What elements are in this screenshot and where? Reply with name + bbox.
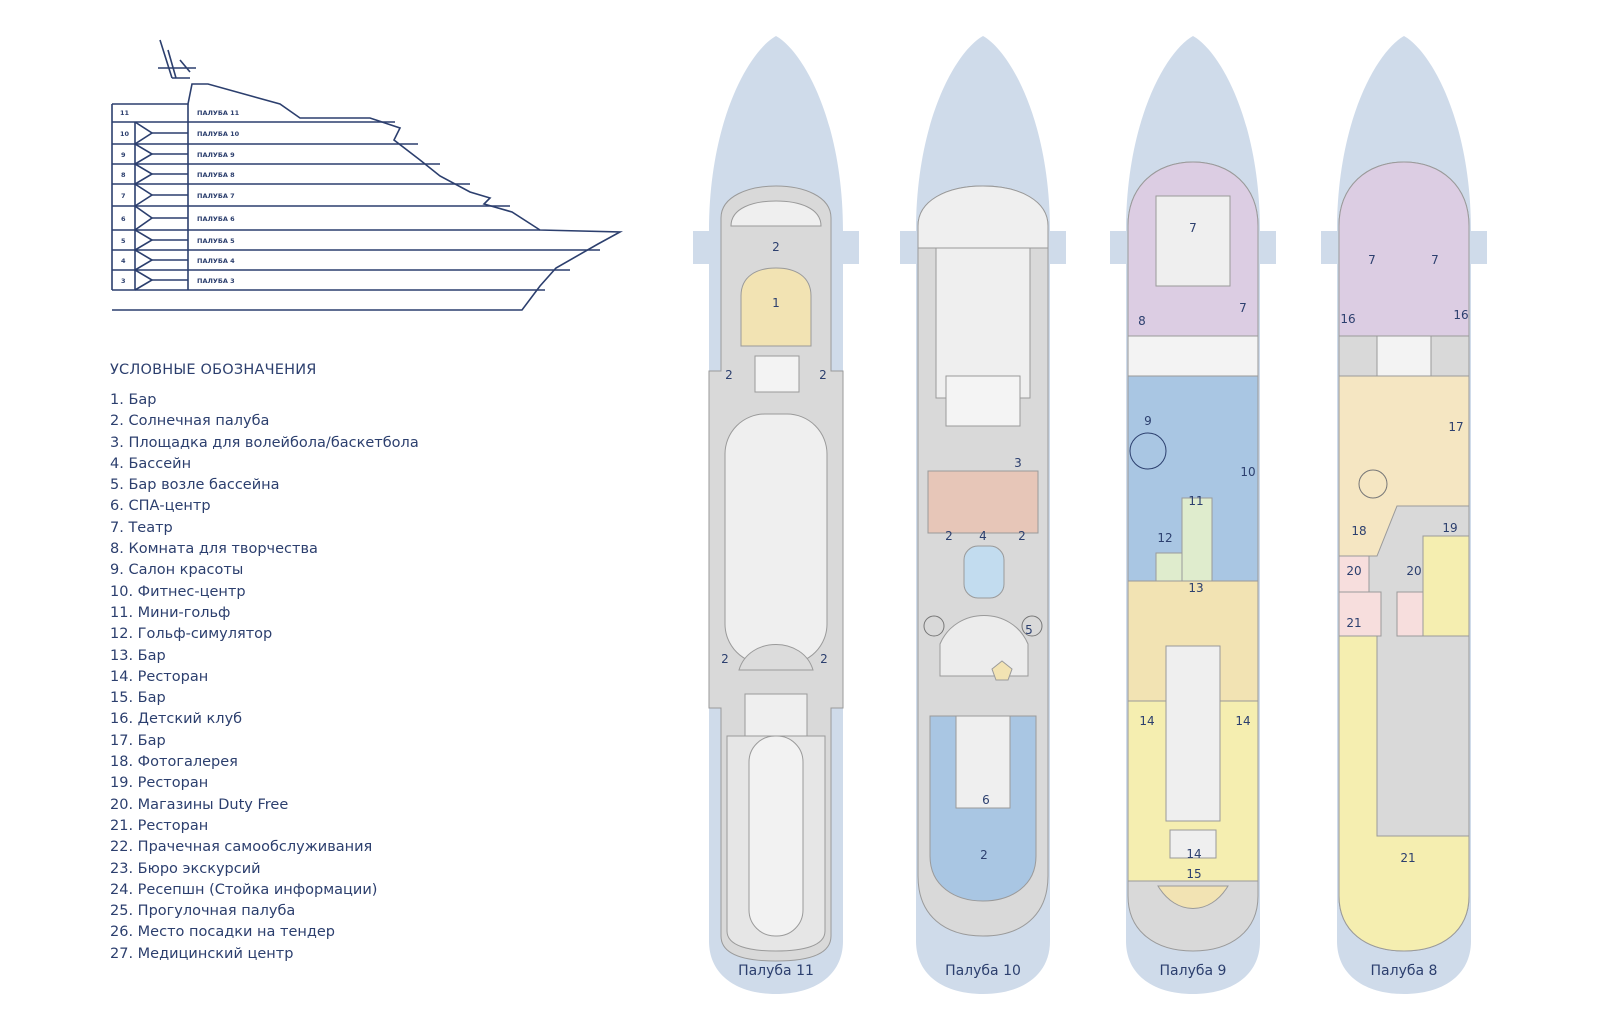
profile-deck-label: ПАЛУБА 5 <box>197 237 235 245</box>
area-label: 2 <box>980 848 988 862</box>
legend-item: 17. Бар <box>110 732 166 749</box>
mast <box>158 39 196 79</box>
legend-item: 1. Бар <box>110 392 157 408</box>
legend-item: 18. Фотогалерея <box>110 754 238 771</box>
area-label: 20 <box>1346 564 1361 578</box>
legend-item: 12. Гольф-симулятор <box>110 626 273 643</box>
legend-item: 19. Ресторан <box>110 775 209 792</box>
area-label: 14 <box>1139 714 1154 728</box>
area-label: 16 <box>1340 312 1355 326</box>
area-label: 7 <box>1368 253 1376 267</box>
legend-item: 6. СПА-центр <box>110 498 211 515</box>
area-label: 21 <box>1346 616 1361 630</box>
legend-list: 1. Бар 2. Солнечная палуба 3. Площадка д… <box>110 390 590 965</box>
profile-deck-num: 11 <box>120 109 130 117</box>
legend-item: 25. Прогулочная палуба <box>110 903 296 920</box>
area-label: 2 <box>721 652 729 666</box>
legend-item: 14. Ресторан <box>110 668 209 685</box>
area-label: 4 <box>979 529 987 543</box>
deck-title: Палуба 8 <box>1370 963 1438 979</box>
area-label: 15 <box>1186 867 1201 881</box>
profile-deck-label: ПАЛУБА 9 <box>197 151 235 159</box>
deck-9 <box>1110 36 1276 994</box>
legend-item: 11. Мини-гольф <box>110 604 231 621</box>
area-label: 20 <box>1406 564 1421 578</box>
legend-item: 27. Медицинский центр <box>110 945 294 962</box>
deck-10 <box>900 36 1066 994</box>
legend-item: 8. Комната для творчества <box>110 541 318 558</box>
area-label: 7 <box>1431 253 1439 267</box>
area-label: 3 <box>1014 456 1022 470</box>
area-label: 11 <box>1188 494 1203 508</box>
area-label: 14 <box>1186 847 1201 861</box>
legend-item: 3. Площадка для волейбола/баскетбола <box>110 434 419 451</box>
area-label: 2 <box>945 529 953 543</box>
legend-item: 2. Солнечная палуба <box>110 413 270 430</box>
legend-title: УСЛОВНЫЕ ОБОЗНАЧЕНИЯ <box>110 362 317 378</box>
area-label: 6 <box>982 793 990 807</box>
profile-deck-num: 9 <box>121 151 126 159</box>
legend-item: 5. Бар возле бассейна <box>110 477 280 494</box>
profile-deck-label: ПАЛУБА 10 <box>197 130 240 138</box>
legend-item: 10. Фитнес-центр <box>110 583 246 600</box>
legend-item: 15. Бар <box>110 690 166 707</box>
area-label: 9 <box>1144 414 1152 428</box>
area-label: 19 <box>1442 521 1457 535</box>
legend-item: 4. Бассейн <box>110 455 192 472</box>
area-label: 10 <box>1240 465 1255 479</box>
area-label: 12 <box>1157 531 1172 545</box>
profile-deck-label: ПАЛУБА 6 <box>197 215 235 223</box>
deck-title: Палуба 11 <box>738 963 814 979</box>
area-label: 2 <box>1018 529 1026 543</box>
profile-deck-num: 6 <box>121 215 126 223</box>
area-label: 8 <box>1138 314 1146 328</box>
legend: УСЛОВНЫЕ ОБОЗНАЧЕНИЯ 1. Бар 2. Солнечная… <box>110 362 590 965</box>
area-label: 18 <box>1351 524 1366 538</box>
area-label: 2 <box>725 368 733 382</box>
profile-deck-label: ПАЛУБА 3 <box>197 277 235 285</box>
profile-deck-num: 4 <box>121 257 126 265</box>
profile-deck-label: ПАЛУБА 11 <box>197 109 240 117</box>
area-label: 17 <box>1448 420 1463 434</box>
profile-deck-num: 3 <box>121 277 126 285</box>
area-label: 7 <box>1239 301 1247 315</box>
area-label: 1 <box>772 296 780 310</box>
legend-item: 22. Прачечная самообслуживания <box>110 839 373 856</box>
legend-item: 23. Бюро экскурсий <box>110 860 261 877</box>
area-label: 2 <box>820 652 828 666</box>
deck-title: Палуба 9 <box>1159 963 1227 979</box>
legend-item: 9. Салон красоты <box>110 562 244 579</box>
legend-item: 24. Ресепшн (Стойка информации) <box>110 881 378 898</box>
area-label: 14 <box>1235 714 1250 728</box>
legend-item: 13. Бар <box>110 647 166 664</box>
legend-item: 26. Место посадки на тендер <box>110 924 335 941</box>
area-label: 13 <box>1188 581 1203 595</box>
profile-deck-label: ПАЛУБА 7 <box>197 192 235 200</box>
profile-deck-num: 7 <box>121 192 126 200</box>
legend-item: 7. Театр <box>110 519 173 536</box>
deck-title: Палуба 10 <box>945 963 1021 979</box>
profile-deck-num: 8 <box>121 171 126 179</box>
area-label: 16 <box>1453 308 1468 322</box>
area-label: 21 <box>1400 851 1415 865</box>
profile-deck-label: ПАЛУБА 8 <box>197 171 235 179</box>
legend-item: 21. Ресторан <box>110 817 209 834</box>
deck-8 <box>1321 36 1487 994</box>
area-label: 5 <box>1025 623 1033 637</box>
legend-item: 20. Магазины Duty Free <box>110 796 289 813</box>
legend-item: 16. Детский клуб <box>110 711 243 728</box>
profile-deck-num: 10 <box>120 130 130 138</box>
ship-profile: 11 ПАЛУБА 11 10 ПАЛУБА 10 9 ПАЛУБА 9 8 П… <box>111 39 624 311</box>
area-label: 2 <box>772 240 780 254</box>
profile-deck-num: 5 <box>121 237 126 245</box>
area-label: 2 <box>819 368 827 382</box>
profile-deck-label: ПАЛУБА 4 <box>197 257 235 265</box>
area-label: 7 <box>1189 221 1197 235</box>
deck-11 <box>693 36 859 994</box>
